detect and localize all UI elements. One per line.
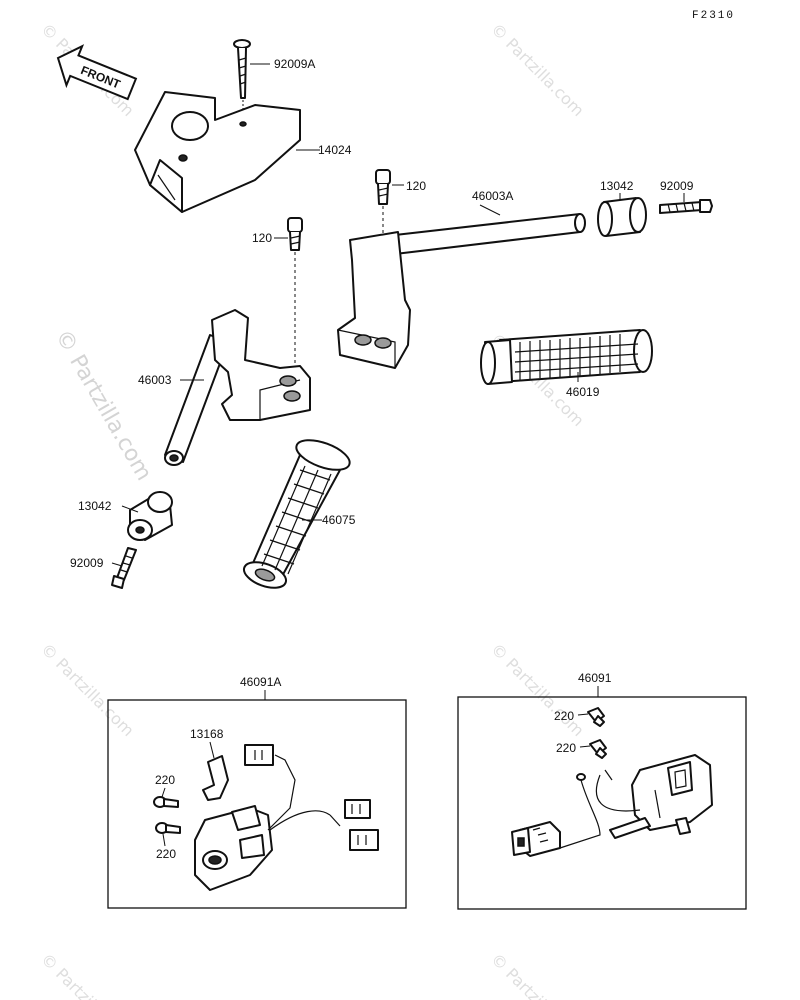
bolt-92009a[interactable] xyxy=(233,39,251,99)
leader-220-c xyxy=(577,713,589,716)
watermark-left-vertical: © Partzilla.com xyxy=(50,326,157,486)
clamp-13168[interactable] xyxy=(202,755,229,801)
label-220-a: 220 xyxy=(155,773,175,787)
box-46091a xyxy=(107,699,407,909)
grip-46019[interactable] xyxy=(480,329,653,385)
leader-92009-left xyxy=(111,562,123,567)
label-220-d: 220 xyxy=(556,741,576,755)
screw-220-d[interactable] xyxy=(589,739,607,759)
screw-220-a[interactable] xyxy=(153,796,179,808)
watermark-bottom-left: © Partzilla.com xyxy=(37,949,138,1000)
label-120-right: 120 xyxy=(406,179,426,193)
label-92009-left: 92009 xyxy=(70,556,104,570)
bracket-14024[interactable] xyxy=(134,91,301,213)
screw-220-c[interactable] xyxy=(587,707,605,727)
label-46091: 46091 xyxy=(578,671,612,685)
bar-end-13042-right[interactable] xyxy=(597,197,647,237)
bolt-120-right[interactable] xyxy=(375,169,391,205)
label-46003: 46003 xyxy=(138,373,172,387)
label-220-b: 220 xyxy=(156,847,176,861)
leader-220-a xyxy=(161,787,166,798)
label-92009-right: 92009 xyxy=(660,179,694,193)
watermark-lower-right: © Partzilla.com xyxy=(487,639,588,740)
label-120-left: 120 xyxy=(252,231,272,245)
box-46091 xyxy=(457,696,747,910)
label-46075: 46075 xyxy=(322,513,356,527)
diagram-code: F2310 xyxy=(692,10,735,22)
handlebar-46003a[interactable] xyxy=(337,213,586,369)
handlebar-46003[interactable] xyxy=(164,309,311,466)
grip-46075[interactable] xyxy=(241,434,354,593)
label-92009a: 92009A xyxy=(274,57,315,71)
watermark-top-right: © Partzilla.com xyxy=(487,19,588,120)
label-46003a: 46003A xyxy=(472,189,513,203)
label-13168: 13168 xyxy=(190,727,224,741)
switch-46091[interactable] xyxy=(511,754,713,857)
leader-13168 xyxy=(209,741,215,759)
switch-46091a[interactable] xyxy=(194,744,379,891)
label-13042-left: 13042 xyxy=(78,499,112,513)
leader-46003a xyxy=(479,204,501,216)
bolt-120-left[interactable] xyxy=(287,217,303,251)
label-46091a: 46091A xyxy=(240,675,281,689)
leader-220-d xyxy=(579,745,591,748)
label-220-c: 220 xyxy=(554,709,574,723)
watermark-lower-left: © Partzilla.com xyxy=(37,639,138,740)
watermark-bottom-right: © Partzilla.com xyxy=(487,949,588,1000)
leader-13042-left xyxy=(121,505,139,513)
bolt-92009-left[interactable] xyxy=(111,547,137,589)
bolt-92009-right[interactable] xyxy=(659,199,713,214)
label-46019: 46019 xyxy=(566,385,600,399)
leader-220-b xyxy=(162,833,166,847)
bar-end-13042-left[interactable] xyxy=(127,491,173,541)
label-13042-right: 13042 xyxy=(600,179,634,193)
screw-220-b[interactable] xyxy=(155,822,181,834)
label-14024: 14024 xyxy=(318,143,352,157)
